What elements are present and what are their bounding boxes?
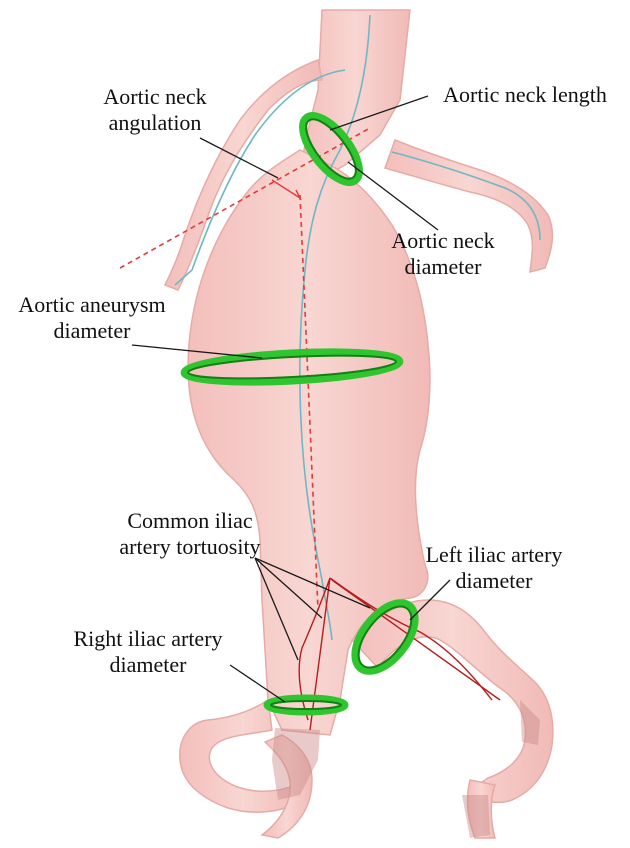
label-aortic-neck-length: Aortic neck length [425, 82, 625, 108]
label-line: Aortic neck [80, 84, 230, 110]
label-line: Common iliac [100, 508, 280, 534]
label-line: diameter [6, 318, 178, 344]
label-line: Left iliac artery [410, 542, 578, 568]
label-line: angulation [80, 110, 230, 136]
label-line: Aortic aneurysm [6, 292, 178, 318]
label-aortic-neck-angulation: Aortic neck angulation [80, 84, 230, 136]
label-right-iliac-artery-diameter: Right iliac artery diameter [62, 626, 234, 678]
left-iliac-artery [352, 600, 553, 802]
label-line: Aortic neck length [425, 82, 625, 108]
shade-tail [462, 795, 490, 838]
label-line: artery tortuosity [100, 534, 280, 560]
shade-right-iliac [272, 728, 320, 800]
label-line: diameter [410, 568, 578, 594]
label-left-iliac-artery-diameter: Left iliac artery diameter [410, 542, 578, 594]
label-line: diameter [62, 652, 234, 678]
label-aortic-neck-diameter: Aortic neck diameter [368, 228, 518, 280]
label-line: Aortic neck [368, 228, 518, 254]
label-line: diameter [368, 254, 518, 280]
label-common-iliac-artery-tortuosity: Common iliac artery tortuosity [100, 508, 280, 560]
label-line: Right iliac artery [62, 626, 234, 652]
label-aortic-aneurysm-diameter: Aortic aneurysm diameter [6, 292, 178, 344]
